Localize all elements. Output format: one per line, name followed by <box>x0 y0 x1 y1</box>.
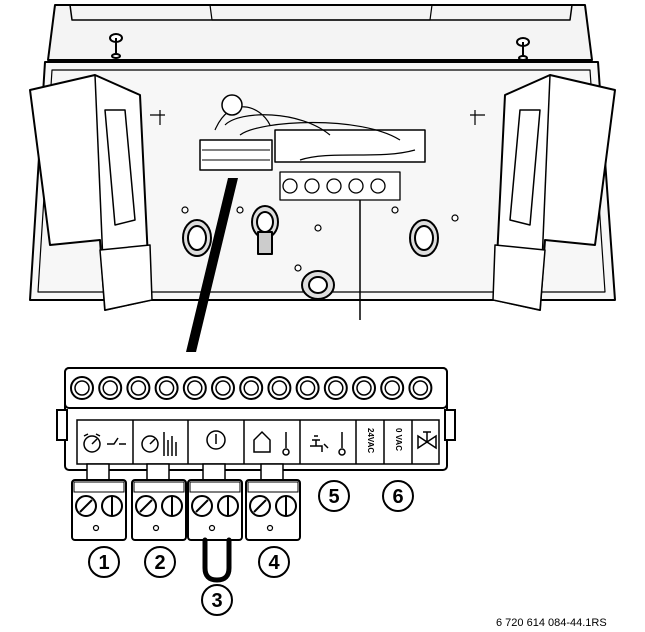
label-24vac: 24VAC <box>366 428 375 453</box>
plug-connectors <box>71 463 301 541</box>
pipe-fitting-right <box>409 219 439 257</box>
screw-right <box>516 37 530 61</box>
callout-2: 2 <box>144 546 176 578</box>
callout-4: 4 <box>258 546 290 578</box>
callout-label: 3 <box>211 590 222 612</box>
terminal-hole <box>211 376 235 400</box>
callout-label: 6 <box>392 486 403 508</box>
tap-thermometer-icon <box>310 432 346 456</box>
label-0vac: 0 VAC <box>394 428 403 451</box>
callout-label: 2 <box>154 552 165 574</box>
terminal-hole <box>126 376 151 400</box>
terminal-block-small <box>279 171 401 201</box>
callout-label: 1 <box>98 552 109 574</box>
plug-connector <box>245 463 301 541</box>
power-icon <box>206 430 226 450</box>
callout-group: 1 2 3 4 5 6 <box>88 480 414 616</box>
plug-connector <box>71 463 127 541</box>
terminal-hole <box>182 376 207 400</box>
terminal-hole <box>70 376 94 400</box>
house-thermometer-icon <box>253 430 290 456</box>
figure-reference-code: 6 720 614 084-44.1RS <box>496 617 607 629</box>
terminal-holes-row <box>70 376 433 400</box>
terminal-hole <box>267 376 292 400</box>
callout-6: 6 <box>382 480 414 512</box>
terminal-hole <box>408 376 433 400</box>
terminal-hole <box>239 376 264 400</box>
valve-icon <box>417 431 437 450</box>
pipe-fitting-bottom <box>301 270 335 300</box>
clock-bars-icon <box>141 432 177 456</box>
plug-connector <box>131 463 187 541</box>
boiler-panel <box>29 4 616 320</box>
callout-3: 3 <box>201 584 233 616</box>
terminal-hole <box>380 376 405 400</box>
zoom-pointer <box>186 178 238 352</box>
pipe-fitting-center-left <box>251 205 279 255</box>
plug-connector <box>187 463 243 541</box>
pipe-fitting-left <box>182 219 212 257</box>
terminal-hole <box>323 376 348 400</box>
terminal-hole <box>352 376 376 400</box>
terminal-hole <box>154 376 179 400</box>
clock-switch-icon <box>83 433 126 453</box>
label-dividers <box>132 420 413 464</box>
callout-label: 4 <box>268 552 280 574</box>
callout-1: 1 <box>88 546 120 578</box>
screw-left <box>109 33 123 59</box>
callout-5: 5 <box>318 480 350 512</box>
callout-label: 5 <box>328 486 339 508</box>
terminal-hole <box>295 376 320 400</box>
terminal-hole <box>98 376 123 400</box>
jumper-link <box>202 537 232 583</box>
